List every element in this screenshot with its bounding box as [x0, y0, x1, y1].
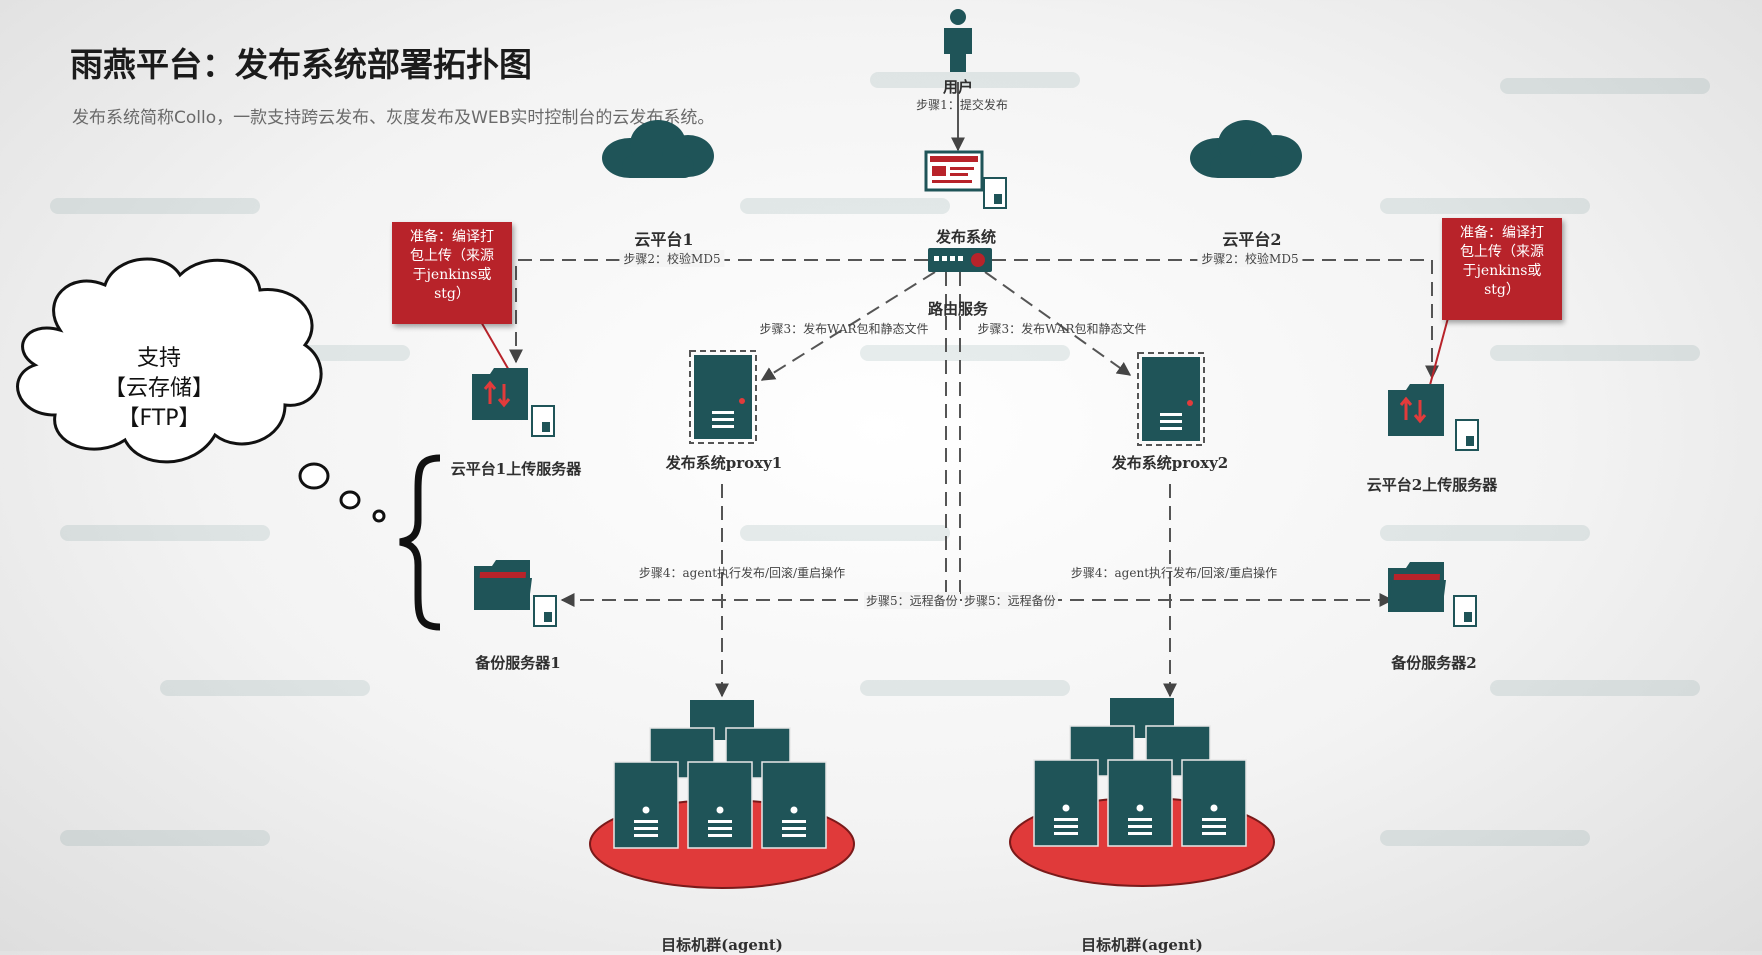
thought-line3: 【FTP】 — [117, 406, 201, 431]
upload1-label: 云平台1上传服务器 — [450, 460, 582, 478]
cloud-icon — [1190, 120, 1302, 178]
server-tower-icon — [1137, 352, 1205, 446]
upload2-label: 云平台2上传服务器 — [1366, 476, 1498, 494]
step4-left-label: 步骤4：agent执行发布/回滚/重启操作 — [638, 566, 846, 580]
router-label: 路由服务 — [927, 300, 989, 318]
curly-brace — [399, 454, 441, 631]
thought-text: 支持 【云存储】 【FTP】 — [104, 344, 214, 434]
cloud-icon — [602, 120, 714, 178]
server-cluster-icon — [1009, 698, 1275, 887]
cloud1-label: 云平台1 — [634, 230, 694, 249]
folder-icon — [474, 560, 557, 627]
page-subtitle: 发布系统简称Collo，一款支持跨云发布、灰度发布及WEB实时控制台的云发布系统… — [72, 108, 715, 128]
proxy2-label: 发布系统proxy2 — [1111, 454, 1229, 472]
server-tower-icon — [689, 350, 757, 444]
router-icon — [928, 248, 992, 272]
step4-right-label: 步骤4：agent执行发布/回滚/重启操作 — [1070, 566, 1278, 580]
proxy1-label: 发布系统proxy1 — [665, 454, 783, 472]
folder-icon — [1388, 562, 1477, 627]
prep-note-left: 准备：编译打 包上传（来源 于jenkins或 stg） — [392, 222, 512, 324]
person-icon — [944, 9, 972, 72]
page-title: 雨燕平台：发布系统部署拓扑图 — [70, 45, 532, 84]
step2-right-label: 步骤2：校验MD5 — [1197, 250, 1303, 267]
upload-folder-icon — [472, 368, 555, 437]
cluster1-label: 目标机群(agent) — [661, 936, 783, 954]
backup1-label: 备份服务器1 — [475, 654, 561, 672]
step3-left-label: 步骤3：发布WAR包和静态文件 — [759, 322, 929, 336]
step1-label: 步骤1：提交发布 — [916, 98, 1008, 112]
web-console-icon — [924, 150, 1007, 209]
backup2-label: 备份服务器2 — [1391, 654, 1477, 672]
edge-step2-left — [509, 259, 928, 364]
note-pointer-left — [479, 319, 511, 373]
upload-folder-icon — [1388, 384, 1479, 451]
cloud2-label: 云平台2 — [1222, 230, 1282, 249]
edge-step3-right — [984, 271, 1132, 376]
thought-line1: 支持 — [136, 346, 181, 371]
prep-note-right: 准备：编译打 包上传（来源 于jenkins或 stg） — [1442, 218, 1562, 320]
edge-step2-right — [992, 259, 1439, 380]
cluster2-label: 目标机群(agent) — [1081, 936, 1203, 954]
server-cluster-icon — [589, 700, 855, 889]
thought-bubble — [16, 257, 386, 523]
publish-system-label: 发布系统 — [935, 228, 997, 246]
step5-right-label: 步骤5：远程备份 — [962, 592, 1058, 609]
step5-left-label: 步骤5：远程备份 — [864, 592, 960, 609]
step2-left-label: 步骤2：校验MD5 — [619, 250, 725, 267]
thought-line2: 【云存储】 — [104, 376, 215, 401]
note-pointer-right — [1429, 317, 1449, 386]
edge-step3-left — [760, 271, 936, 381]
step3-right-label: 步骤3：发布WAR包和静态文件 — [977, 322, 1147, 336]
user-label: 用户 — [942, 78, 974, 96]
